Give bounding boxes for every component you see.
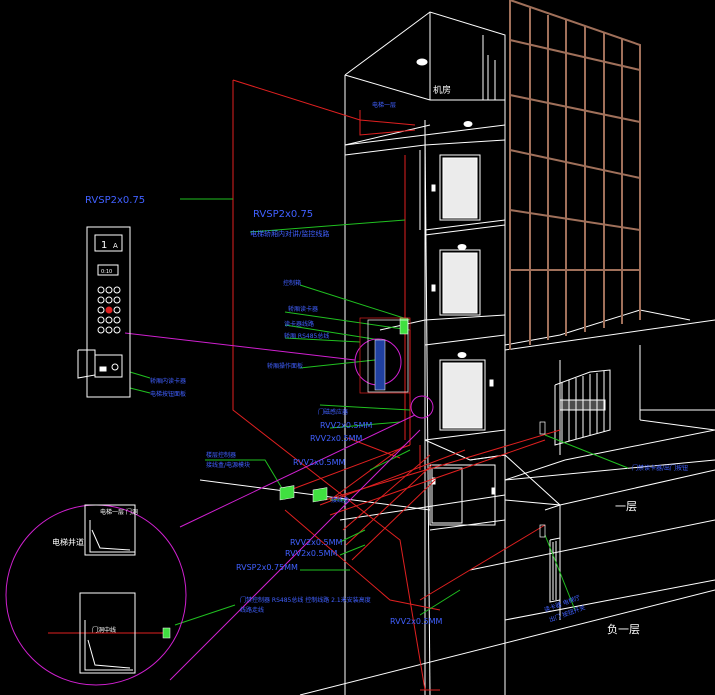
panel-key: A xyxy=(113,242,118,250)
shaft-detail-drawing xyxy=(79,504,136,674)
note-panel-1: 轿厢内读卡器 xyxy=(150,377,186,385)
devices xyxy=(162,317,546,639)
note-panel-2: 电梯按钮面板 xyxy=(150,390,186,398)
cable-label-left: RVSP2x0.75 xyxy=(85,195,145,206)
note-reader-3: 轿厢 RS485总线 xyxy=(284,332,329,340)
detail-top-label: 电梯一层 门洞 xyxy=(100,508,138,516)
panel-floor-number: 1 xyxy=(101,240,107,251)
cable-label-mid-note: 电梯轿厢内对讲/监控线路 xyxy=(250,229,329,238)
detail-note-2: 线路走线 xyxy=(240,606,264,614)
junction-box xyxy=(312,487,328,503)
machine-room-label: 机房 xyxy=(433,84,451,96)
note-car-panel: 轿厢操作面板 xyxy=(267,362,303,370)
car-reader-unit xyxy=(374,339,386,391)
detail-bottom-label: 门洞中线 xyxy=(92,626,116,634)
b1-reader xyxy=(539,524,546,538)
floor-b1-label: 负一层 xyxy=(607,622,640,636)
note-reader-1: 轿厢读卡器 xyxy=(288,305,318,313)
building-structure xyxy=(199,11,715,695)
note-control-box: 控制箱 xyxy=(283,279,301,287)
note-door-sensor: 门磁感应器 xyxy=(318,408,348,416)
cable-label-rvv-1: RVV2x0.5MM xyxy=(320,421,373,430)
cable-label-rvv-3: RVV2x0.5MM xyxy=(293,458,346,467)
cable-runs xyxy=(48,79,561,691)
note-top-red: 电梯一层 xyxy=(372,101,396,109)
note-module-3: 接线盒 xyxy=(331,496,349,504)
panel-screen: 0:10 xyxy=(101,269,112,275)
note-gate: 门禁读卡器/出门按钮 xyxy=(632,464,688,472)
note-module-2: 接线盒/电源模块 xyxy=(206,461,250,469)
car-operating-panel xyxy=(77,226,131,398)
detail-shaft-label: 电梯井道 xyxy=(52,537,84,547)
detail-callouts xyxy=(5,332,434,686)
cable-label-rvv-4: RVV2x0.5MM xyxy=(290,538,343,547)
cable-label-rvsp-low: RVSP2x0.75MM xyxy=(236,563,298,572)
lobby-gate xyxy=(549,369,611,603)
leader-lines xyxy=(129,198,629,626)
cable-label-rvv-5: RVV2x0.5MM xyxy=(285,549,338,558)
cable-label-rvv-bottom: RVV2x0.5MM xyxy=(390,617,443,626)
note-reader-2: 读卡器线路 xyxy=(284,320,314,328)
floor-controller-box xyxy=(279,485,295,501)
detail-note-1: 门禁控制器 RS485总线 控制线路 2.1米安装高度 xyxy=(240,596,371,604)
shaft-control-box xyxy=(399,317,409,335)
floor-1-label: 一层 xyxy=(615,500,637,513)
note-module-1: 楼层控制器 xyxy=(206,451,236,459)
gate-reader xyxy=(539,421,546,435)
detail-reader xyxy=(162,627,171,639)
text-labels: 机房 一层 负一层 RVSP2x0.75 RVSP2x0.75 电梯轿厢内对讲/… xyxy=(52,84,688,636)
cable-label-rvv-2: RVV2x0.5MM xyxy=(310,434,363,443)
curtain-wall xyxy=(509,0,641,350)
cable-label-mid: RVSP2x0.75 xyxy=(253,209,313,220)
